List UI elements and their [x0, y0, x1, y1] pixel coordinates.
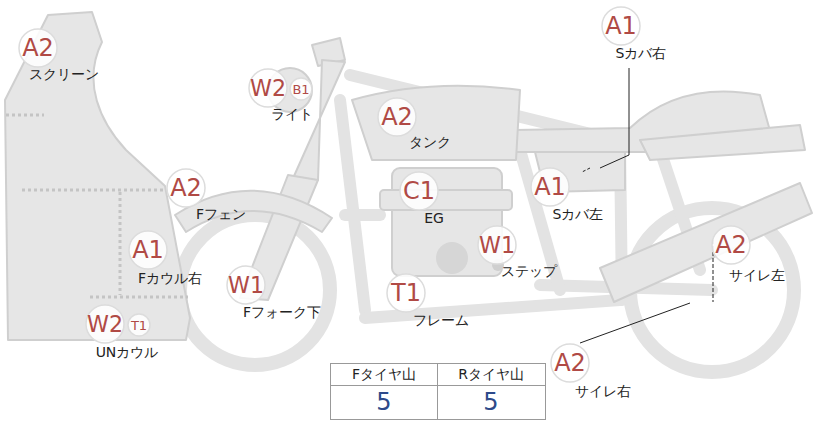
damage-code: C1 [403, 179, 435, 203]
part-name: EG [424, 211, 444, 226]
part-name: Fフェン [196, 207, 246, 222]
damage-code: B1 [292, 83, 309, 96]
part-name: タンク [409, 135, 451, 150]
tire-table [330, 363, 546, 420]
leader-lines [580, 68, 713, 343]
part-name: Sカバ右 [616, 46, 667, 61]
part-name: Sカバ左 [553, 207, 604, 222]
callout-circle: A2 [166, 168, 206, 208]
part-name: UNカウル [96, 345, 159, 360]
fork-upper [290, 60, 345, 185]
callout-circle: A1 [601, 6, 641, 46]
muffler [600, 183, 812, 302]
callout-circle: A2 [550, 343, 590, 383]
part-name: フレーム [413, 313, 469, 328]
damage-code: A2 [170, 176, 202, 200]
front-wheel [180, 215, 330, 365]
table-cell: Rタイヤ山 [458, 367, 524, 382]
damage-code: A2 [715, 233, 747, 257]
callout-circle: A1 [128, 230, 168, 270]
damage-code: A1 [534, 175, 566, 199]
damage-code: A1 [132, 238, 164, 262]
part-name: スクリーン [29, 67, 99, 82]
callout-circle: A2 [377, 97, 417, 137]
damage-code: T1 [131, 319, 147, 332]
panel-seams [6, 115, 188, 297]
callout-circle: W1 [477, 225, 517, 265]
callout-circle: T1 [386, 273, 426, 313]
part-name: ステップ [501, 264, 557, 279]
part-name: サイレ左 [729, 268, 785, 283]
damage-code: W1 [228, 274, 264, 296]
damage-code: W2 [87, 313, 123, 335]
part-name: Fフォーク下 [243, 305, 321, 320]
callout-circle: A1 [530, 167, 570, 207]
damage-code: A2 [381, 105, 413, 129]
tank [352, 86, 520, 160]
table-cell: Fタイヤ山 [352, 367, 416, 382]
callout-circle: T1 [127, 313, 151, 337]
callout-circle: W1 [226, 265, 266, 305]
damage-code: T1 [391, 281, 421, 305]
table-cell: 5 [376, 389, 391, 415]
damage-code: A1 [605, 14, 637, 38]
damage-code: W2 [250, 77, 286, 99]
damage-code: A2 [554, 351, 586, 375]
callout-circle: W2 [248, 68, 288, 108]
fairing [5, 12, 190, 340]
part-name: ライト [271, 107, 313, 122]
callout-circle: A2 [18, 28, 58, 68]
table-cell: 5 [483, 389, 498, 415]
callout-circle: W2 [85, 304, 125, 344]
part-name: サイレ右 [575, 384, 631, 399]
callout-circle: B1 [289, 77, 313, 101]
damage-code: A2 [22, 36, 54, 60]
rear-fender [640, 125, 805, 160]
callout-circle: A2 [711, 225, 751, 265]
damage-code: W1 [479, 234, 515, 256]
callout-circle: C1 [399, 171, 439, 211]
part-name: Fカウル右 [138, 271, 202, 286]
